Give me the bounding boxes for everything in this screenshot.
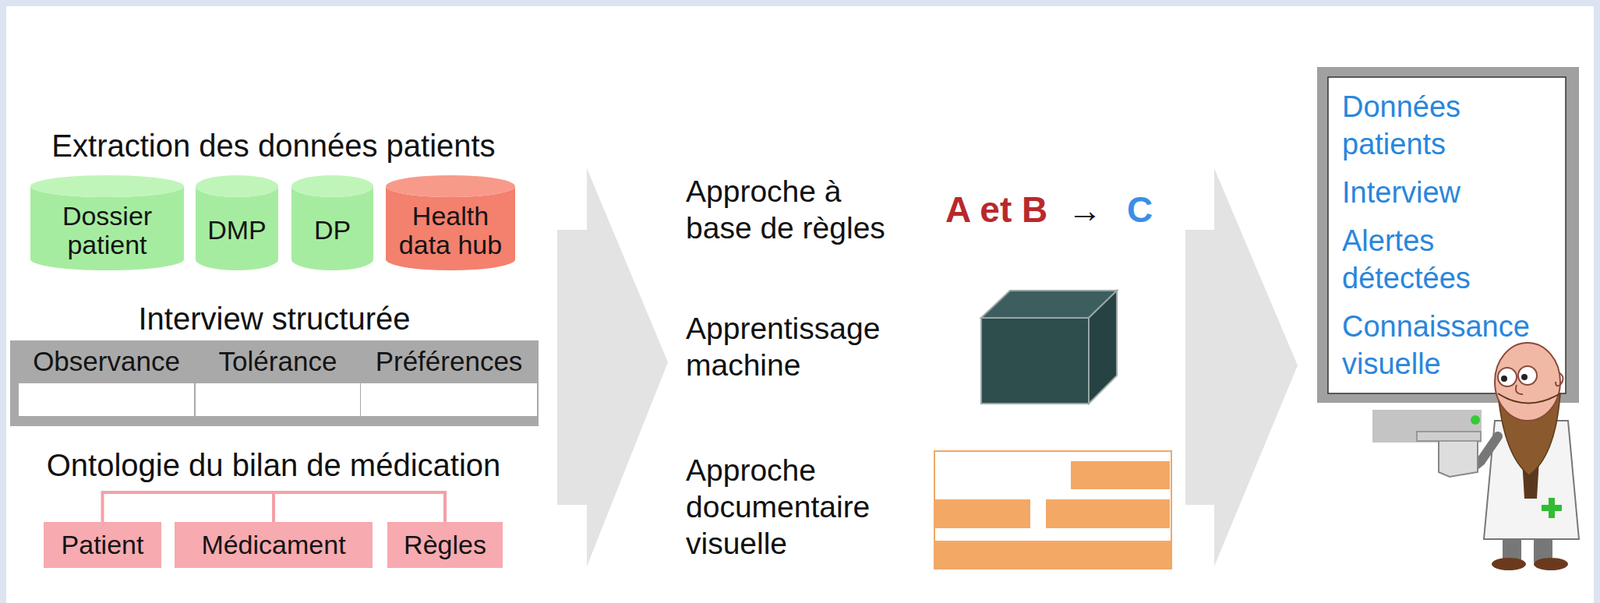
ontology-box: Règles [387,522,503,569]
node-text: Dossier patient [36,201,178,261]
pharmacist-nose [1515,384,1523,395]
power-led [1470,415,1480,425]
pharmacist-shoe [1491,558,1526,571]
cylinder-body [385,186,516,271]
monitor-stand [1372,409,1482,443]
scanner-body [1438,436,1478,477]
section-heading: Ontologie du bilan de médication [8,447,539,484]
rule-arrow: → [1067,191,1102,229]
interview-table: Interview structuréeObservanceToléranceP… [10,340,539,427]
cube-front [981,317,1089,404]
monitor-screen: Données patientsInterviewAlertes détecté… [1328,77,1566,394]
green-cross [1548,498,1555,519]
table-heading: Interview structurée [10,300,539,337]
document-block [934,499,1031,529]
interview-column: Observance [18,342,195,419]
data-source-cylinder: Health data hub [385,175,516,271]
pharmacist-figure [1416,342,1579,571]
node-text: Health data hub [392,201,509,261]
node-text: Médicament [180,530,367,560]
pharmacist-eye [1497,367,1517,387]
rule-premise: A et B [945,191,1048,229]
cylinder-top [30,175,184,198]
node-text: Règles [393,530,497,560]
pharmacist-beard-cheeks [1497,393,1561,404]
cylinder-body [30,186,184,271]
data-source-cylinder: DP [291,175,374,271]
pharmacist-ear [1555,372,1564,386]
screen-text: Alertes détectées [1342,222,1553,297]
data-source-cylinder: Dossier patient [30,175,184,271]
data-source-cylinder: DMP [195,175,279,271]
pharmacist-head [1494,342,1561,421]
document-block [934,540,1172,569]
empty-answer-cell [360,383,537,417]
cube-side [1088,290,1117,404]
ontology-branch [443,490,447,523]
scanner-head [1416,431,1481,442]
node-text: Patient [49,530,156,560]
flow-arrow [557,168,668,567]
cylinder-top [195,175,279,198]
screen-text: Connaissance visuelle [1342,307,1553,383]
method-label: Approche documentaire visuelle [685,452,906,562]
interview-column: Préférences [360,342,537,419]
pharmacist-pupil [1501,375,1508,382]
cylinder-body [195,186,279,271]
cylinder-body [291,186,374,271]
empty-answer-cell [195,383,361,417]
node-text: Observance [18,342,195,381]
node-text: DMP [201,215,272,245]
pharmacist-shoe [1533,558,1569,571]
node-text: Préférences [360,342,537,381]
page-ground [6,6,1594,603]
method-label: Apprentissage machine [685,310,906,384]
cylinder-top [385,175,516,198]
document-block [1070,461,1170,490]
ontology-box: Patient [43,522,162,569]
pharmacist-pupil [1521,374,1528,381]
empty-answer-cell [18,383,195,417]
method-label: Approche à base de règles [685,173,906,247]
screen-text: Interview [1342,173,1553,212]
section-heading: Extraction des données patients [8,127,539,165]
pharmacist-eye [1518,366,1537,385]
document-block [1045,499,1170,529]
flow-arrow [1185,168,1298,567]
screen-text: Données patients [1342,88,1553,163]
interview-column: Tolérance [195,342,361,419]
node-text: DP [297,215,368,245]
ontology-box: Médicament [174,522,373,569]
ontology-branch [101,490,105,523]
ontology-branch [271,490,276,523]
cylinder-top [291,175,374,198]
node-text: Tolérance [195,342,361,381]
document-outline [934,451,1172,569]
rule-conclusion: C [1126,191,1153,229]
